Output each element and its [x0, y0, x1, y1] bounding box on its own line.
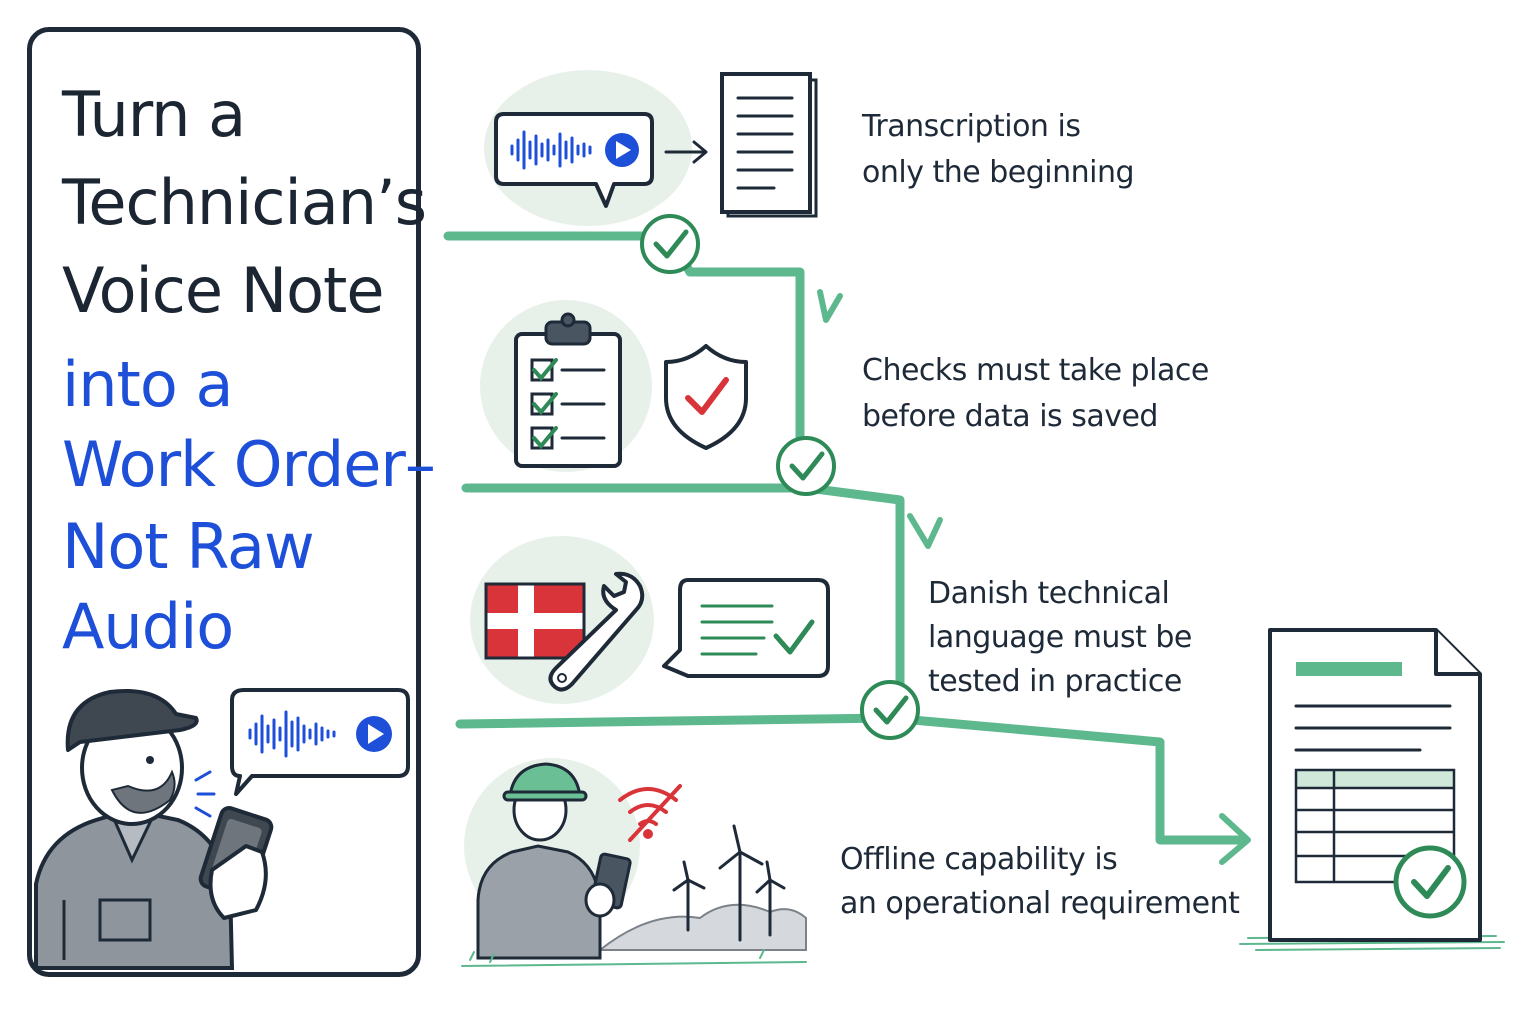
step-4-line-1: Offline capability is: [840, 842, 1118, 877]
work-order-document-icon: [1239, 628, 1505, 951]
check-circle-icon: [640, 214, 700, 274]
step-1-text: Transcription is only the beginning: [862, 104, 1135, 196]
wind-turbine-icon: [672, 860, 706, 932]
wifi-off-icon: [618, 784, 682, 842]
wind-turbine-icon: [755, 860, 786, 937]
checkbox-icon: [530, 358, 606, 382]
step-3-line-2: language must be: [928, 620, 1192, 655]
step-2-line-2: before data is saved: [862, 399, 1158, 434]
danish-flag-icon: [484, 582, 586, 660]
flow-arrowheads: [817, 289, 1251, 865]
checkbox-icon: [530, 392, 606, 416]
chat-bubble-icon: [662, 578, 830, 678]
step-3-line-3: tested in practice: [928, 664, 1182, 699]
wrench-icon: [548, 571, 645, 692]
title-line-7: Audio: [62, 590, 234, 663]
step-2-line-1: Checks must take place: [862, 353, 1209, 388]
step-1-line-1: Transcription is: [862, 109, 1081, 144]
checklist-shield-icon: [480, 300, 748, 472]
step-3-text: Danish technical language must be tested…: [928, 572, 1192, 704]
title-line-1: Turn a: [62, 78, 246, 151]
step-2-text: Checks must take place before data is sa…: [862, 348, 1209, 440]
step-4-line-2: an operational requirement: [840, 886, 1240, 921]
title-line-2: Technician’s: [62, 166, 427, 239]
step-3-line-1: Danish technical: [928, 576, 1170, 611]
technician-figure: [476, 762, 632, 960]
danish-flag-wrench-icon: [470, 536, 830, 704]
shield-icon: [664, 344, 748, 450]
checkbox-icon: [530, 426, 606, 450]
wind-turbine-icon: [718, 824, 764, 942]
title-line-6: Not Raw: [62, 510, 315, 583]
step-4-text: Offline capability is an operational req…: [840, 838, 1240, 926]
title-line-5: Work Order–: [62, 428, 436, 501]
voice-to-document-icon: [484, 70, 818, 226]
speaking-technician-illustration: [34, 688, 410, 970]
check-circle-icon: [776, 436, 836, 496]
step-1-line-2: only the beginning: [862, 155, 1135, 190]
voice-message-bubble-icon: [230, 688, 410, 796]
title-line-4: into a: [62, 348, 233, 421]
title-line-3: Voice Note: [62, 254, 384, 327]
offline-technician-icon: [461, 758, 807, 967]
check-circle-icon: [860, 680, 920, 740]
